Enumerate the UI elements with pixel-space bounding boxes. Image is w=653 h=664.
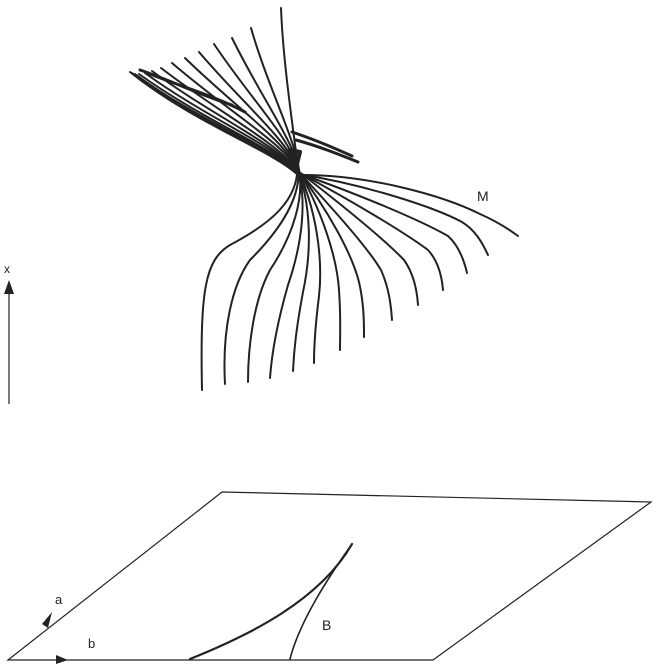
- bifurcation-curve-right: [289, 543, 353, 660]
- surface-curve: [171, 62, 342, 351]
- fold-edge-shading: [288, 148, 302, 170]
- surface-curve: [138, 73, 444, 291]
- bifurcation-set: [188, 542, 354, 661]
- a-axis-arrowhead-icon: [42, 612, 52, 628]
- a-axis-label: a: [55, 592, 63, 607]
- surface-curve: [200, 7, 299, 391]
- surface-curve: [144, 72, 419, 306]
- surface-curve: [160, 67, 365, 338]
- x-axis-arrowhead-icon: [4, 280, 14, 294]
- surface-curve: [213, 43, 304, 379]
- surface-curve: [129, 71, 519, 237]
- surface-curve: [231, 37, 302, 383]
- x-axis-label: x: [4, 262, 10, 276]
- bifurcation-label: B: [322, 617, 331, 633]
- surface-curve: [184, 57, 322, 364]
- b-axis-label: b: [88, 636, 95, 651]
- surface-curve: [134, 73, 468, 274]
- surface-label: M: [477, 188, 489, 204]
- surface-curve: [131, 72, 489, 256]
- control-plane: [6, 491, 653, 661]
- surface-curve: [223, 27, 300, 385]
- control-plane-outline: [6, 491, 653, 661]
- x-axis: [4, 280, 14, 404]
- b-axis-arrowhead-icon: [56, 655, 68, 664]
- fold-edge-shading: [290, 130, 360, 164]
- surface-m: [129, 7, 519, 391]
- fold-edge-shading: [138, 68, 247, 114]
- surface-curve: [198, 51, 310, 372]
- bifurcation-curve-left: [188, 542, 354, 661]
- surface-curve: [151, 70, 393, 321]
